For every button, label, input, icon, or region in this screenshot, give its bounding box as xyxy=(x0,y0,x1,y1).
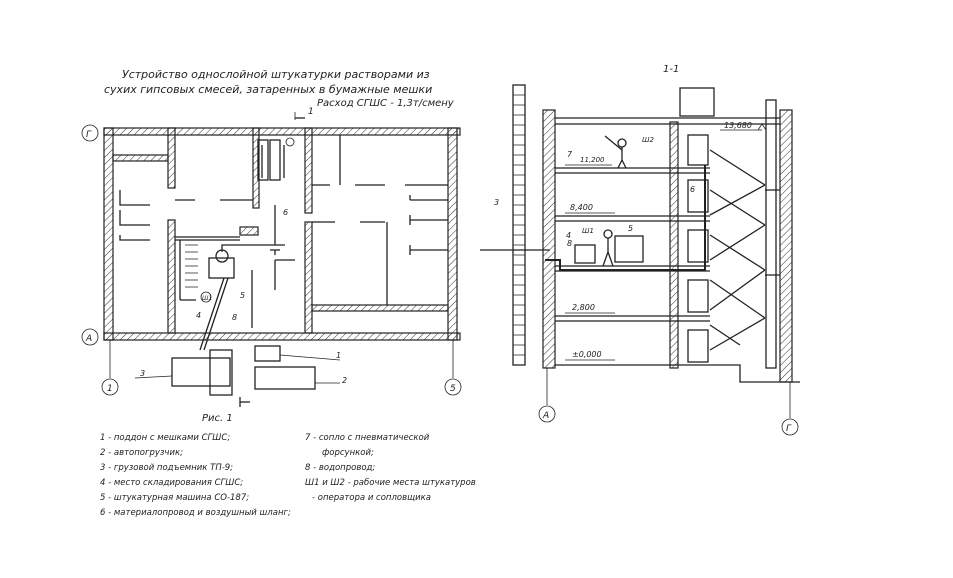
axis-marker-G-section xyxy=(781,418,799,436)
level-marks: 13,680 11,200 8,400 2,800 ±0,000 xyxy=(565,121,767,361)
axis-marker-G xyxy=(81,124,99,142)
svg-text:±0,000: ±0,000 xyxy=(572,350,602,359)
svg-text:2,800: 2,800 xyxy=(572,303,595,312)
worker-machine-operator xyxy=(602,229,614,267)
wall-west xyxy=(103,127,114,341)
svg-text:5: 5 xyxy=(628,224,633,233)
svg-text:6: 6 xyxy=(283,208,288,217)
figure-caption: Рис. 1 xyxy=(202,413,233,424)
svg-text:8: 8 xyxy=(567,239,572,248)
svg-text:1: 1 xyxy=(336,351,341,360)
svg-text:8,400: 8,400 xyxy=(570,203,593,212)
axis-marker-5 xyxy=(444,378,462,396)
legend-item: 2 - автопогрузчик; xyxy=(100,448,183,458)
legend-item: - оператора и сопловщика xyxy=(312,493,431,503)
hoist-tp9-plan xyxy=(171,357,231,387)
drawing-title: Устройство однослойной штукатурки раство… xyxy=(104,68,455,109)
svg-text:3: 3 xyxy=(494,198,499,207)
title-line-1: Устройство однослойной штукатурки раство… xyxy=(122,68,430,81)
legend-item: 4 - место складирования СГШС; xyxy=(100,478,243,488)
legend-item: 1 - поддон с мешками СГШС; xyxy=(100,433,230,443)
legend-item: 6 - материалопровод и воздушный шланг; xyxy=(100,508,291,518)
svg-text:13,680: 13,680 xyxy=(724,121,752,130)
svg-text:4: 4 xyxy=(566,231,571,240)
wall-north xyxy=(103,127,461,136)
svg-text:7: 7 xyxy=(567,150,573,159)
wall-south xyxy=(103,332,461,341)
forklift-plan xyxy=(254,366,316,390)
wall-east xyxy=(447,127,458,341)
svg-text:3: 3 xyxy=(140,369,145,378)
svg-text:Ш2: Ш2 xyxy=(642,136,654,144)
section-title: 1-1 xyxy=(663,64,679,75)
axis-marker-1 xyxy=(101,378,119,396)
floor-plan: 1 xyxy=(81,107,462,424)
section-mark-top: 1 xyxy=(308,107,314,117)
pallet-plan xyxy=(254,345,281,362)
section-wall-G xyxy=(779,109,793,383)
svg-text:4: 4 xyxy=(196,311,201,320)
svg-text:А: А xyxy=(542,411,549,421)
roof-structure xyxy=(679,87,715,117)
worker-nozzle-operator xyxy=(604,135,627,169)
legend-item: 7 - сопло с пневматической xyxy=(305,433,430,443)
section-wall-A xyxy=(542,109,556,369)
title-line-2: сухих гипсовых смесей, затаренных в бума… xyxy=(104,83,432,96)
svg-text:Ш1: Ш1 xyxy=(202,295,212,302)
svg-text:А: А xyxy=(85,334,92,344)
svg-text:Г: Г xyxy=(786,424,792,434)
legend-item: 3 - грузовой подъемник ТП-9; xyxy=(100,463,233,473)
legend: 1 - поддон с мешками СГШС; 2 - автопогру… xyxy=(100,433,476,518)
svg-text:5: 5 xyxy=(450,384,456,394)
svg-text:Г: Г xyxy=(86,130,92,140)
legend-item: Ш1 и Ш2 - рабочие места штукатуров xyxy=(305,478,476,488)
plaster-machine xyxy=(614,235,644,263)
title-line-3: Расход СГШС - 1,3т/смену xyxy=(317,98,455,109)
legend-item: форсункой; xyxy=(322,448,374,458)
axis-marker-A xyxy=(81,328,99,346)
svg-text:2: 2 xyxy=(342,376,347,385)
svg-text:5: 5 xyxy=(240,291,245,300)
svg-text:6: 6 xyxy=(690,185,695,194)
legend-item: 8 - водопровод; xyxy=(305,463,375,473)
section-1-1: 1-1 xyxy=(480,64,800,436)
svg-text:1: 1 xyxy=(107,384,113,394)
axis-marker-A-section xyxy=(538,405,556,423)
svg-text:11,200: 11,200 xyxy=(580,156,605,164)
legend-item: 5 - штукатурная машина СО-187; xyxy=(100,493,249,503)
svg-text:Ш1: Ш1 xyxy=(582,227,594,235)
svg-text:8: 8 xyxy=(232,313,237,322)
